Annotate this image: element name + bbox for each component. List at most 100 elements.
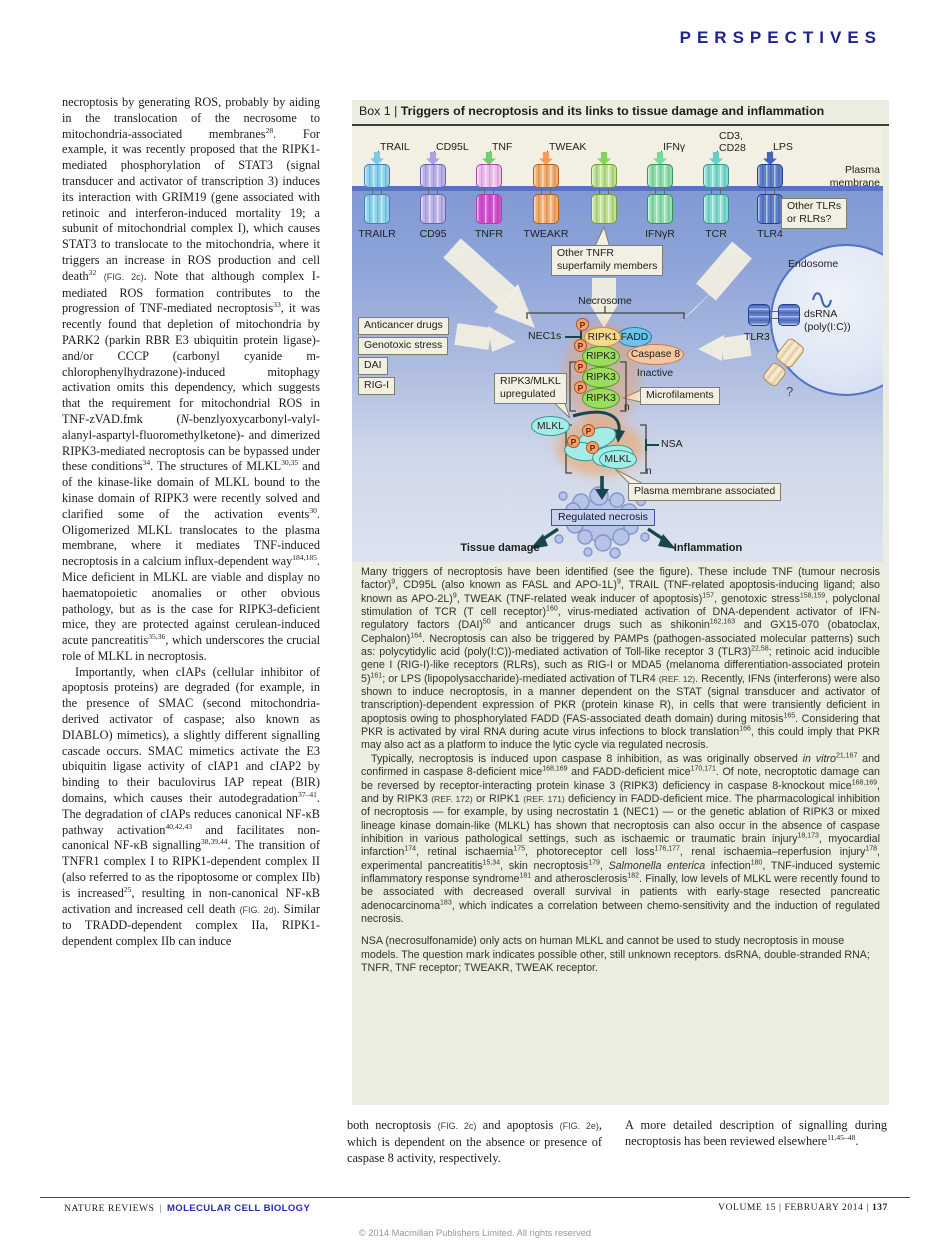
receptor-ectodomain [703,164,729,188]
necrosome-label: Necrosome [578,295,632,307]
footer-separator: | [159,1204,162,1214]
inflammation-label: Inflammation [673,542,743,554]
receptor-ectodomain [757,164,783,188]
phosphate-badge: P [574,339,587,352]
phosphate-badge: P [582,424,595,437]
ligand-label: LPS [773,141,793,153]
ligand-label: TNF [492,141,513,153]
receptor-ectodomain [364,164,390,188]
receptor-stems [484,180,494,196]
nsa-label: NSA [661,438,683,450]
footer-journal: NATURE REVIEWS | MOLECULAR CELL BIOLOGY [64,1203,310,1214]
receptor-endodomain [476,194,502,224]
nec1s-label: NEC1s [528,330,562,342]
receptor-endodomain [647,194,673,224]
box-paragraph: Typically, necroptosis is induced upon c… [361,752,880,925]
regulated-necrosis-box: Regulated necrosis [551,509,655,526]
ligand-label: CD95L [436,141,469,153]
ripk3-mlkl-upregulated-box: RIPK3/MLKL upregulated [494,373,567,404]
receptor-endodomain [364,194,390,224]
inactive-label: Inactive [636,367,674,379]
flow-arrow-heads [488,282,724,361]
phosphate-badge: P [576,318,589,331]
receptor-stems [541,180,551,196]
ligand-label: TWEAK [549,141,587,153]
trigger-box-dai: DAI [358,357,388,375]
receptor-ectodomain [591,164,617,188]
body-paragraph: both necroptosis (FIG. 2c) and apoptosis… [347,1118,602,1165]
footer-volume: VOLUME 15 | FEBRUARY 2014 | 137 [718,1203,888,1213]
box-footnote: NSA (necrosulfonamide) only acts on huma… [361,935,870,974]
receptor-endodomain [533,194,559,224]
dsrna-label: dsRNA (poly(I:C)) [804,308,851,333]
trigger-box-genotoxic: Genotoxic stress [358,337,449,355]
receptor-endodomain [591,194,617,224]
ripk3-oval: RIPK3 [582,346,620,367]
footer-page-number: 137 [871,1203,888,1213]
other-tlrs-box: Other TLRs or RLRs? [781,198,848,229]
receptor-name-label: IFNγR [645,228,675,240]
box1-label: Box 1 | [359,104,401,118]
receptor-row: TRAIL TRAILR CD95L CD95 TNF TNFR TWEAK TWEAKR IF… [352,128,883,248]
tissue-damage-label: Tissue damage [460,542,540,554]
dark-arrow-heads [530,429,676,549]
box1-title: Box 1 | Triggers of necroptosis and its … [359,104,824,118]
caspase8-oval: Caspase 8 [627,344,684,365]
ripk3-oval: RIPK3 [582,388,620,409]
microfilaments-box: Microfilaments [640,387,720,405]
necroptosis-figure: TRAIL TRAILR CD95L CD95 TNF TNFR TWEAK TWEAKR IF… [352,128,883,562]
left-text-column: necroptosis by generating ROS, probably … [62,95,320,1191]
receptor-stems [599,180,609,196]
receptor-stems [711,180,721,196]
n-subscript: n [646,466,652,477]
bottom-right-column: A more detailed description of signallin… [625,1118,887,1150]
receptor-stems [372,180,382,196]
ligand-label: TRAIL [380,141,410,153]
footer-rule [40,1197,910,1198]
plasma-membrane-associated-box: Plasma membrane associated [628,483,782,501]
page-title: PERSPECTIVES [679,28,882,47]
box-paragraph: Many triggers of necroptosis have been i… [361,566,881,752]
receptor-ectodomain [533,164,559,188]
ligand-label: IFNγ [663,141,686,153]
trigger-box-anticancer: Anticancer drugs [358,317,449,335]
dsrna-squiggle [812,292,832,308]
body-paragraph: A more detailed description of signallin… [625,1118,887,1148]
receptor-name-label: TLR4 [757,228,783,240]
receptor-ectodomain [476,164,502,188]
receptor-endodomain [420,194,446,224]
receptor-endodomain [757,194,783,224]
receptor-name-label: TWEAKR [523,228,569,240]
ripk1-oval: RIPK1 [584,327,621,347]
ripk3-oval: RIPK3 [582,367,620,388]
copyright-notice: © 2014 Macmillan Publishers Limited. All… [358,1228,592,1238]
tlr3-label: TLR3 [744,331,770,343]
receptor-name-label: TNFR [475,228,503,240]
trigger-box-rigi: RIG-I [358,377,396,395]
flow-arrow-shafts [443,238,752,360]
plasma-membrane-band [352,186,883,191]
mlkl-oval: MLKL [531,416,570,436]
receptor-stems [428,180,438,196]
footer-journal-name: MOLECULAR CELL BIOLOGY [166,1203,311,1214]
footer-journal-prefix: NATURE REVIEWS [64,1204,155,1214]
receptor-endodomain [703,194,729,224]
phosphate-badge: P [567,435,580,448]
endosome-label: Endosome [788,258,839,270]
receptor-ectodomain [420,164,446,188]
box1: Box 1 | Triggers of necroptosis and its … [352,100,889,1105]
footer-volume-info: VOLUME 15 | FEBRUARY 2014 | [718,1203,869,1213]
phosphate-badge: P [586,441,599,454]
box1-text: Many triggers of necroptosis have been i… [361,566,880,975]
phosphate-badge: P [574,360,587,373]
tlr3-stems [770,311,778,319]
receptor-name-label: TRAILR [358,228,396,240]
ligand-label: CD3, CD28 [719,130,746,154]
bottom-middle-column: both necroptosis (FIG. 2c) and apoptosis… [347,1118,602,1166]
n-subscript: n [624,402,630,413]
other-tnfr-box: Other TNFR superfamily members [551,245,664,276]
receptor-ectodomain [647,164,673,188]
box1-title-rule [352,124,889,126]
box1-title-text: Triggers of necroptosis and its links to… [400,104,825,118]
receptor-name-label: CD95 [419,228,447,240]
